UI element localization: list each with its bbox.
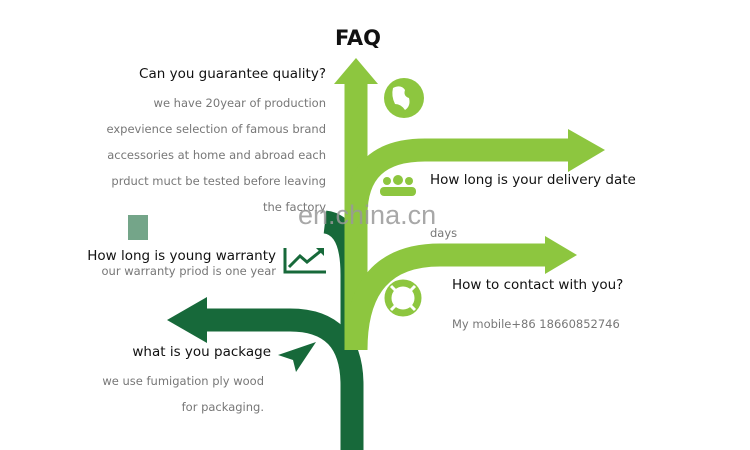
answer-contact: My mobile+86 18660852746 [452,317,620,331]
globe-icon [384,78,424,118]
watermark: en.china.cn [298,200,437,230]
question-package: what is you package [132,344,271,360]
growth-chart-icon [283,248,326,274]
answer-line: we have 20year of production [153,96,326,110]
answer-quality: we have 20year of production expevience … [107,90,327,220]
light-branch-lower [344,243,548,351]
arrow-head-up [334,58,378,84]
answer-line: we use fumigation ply wood [102,374,264,388]
paper-plane-icon [278,342,316,372]
answer-delivery: days [430,226,458,240]
arrow-head-right-upper [568,129,605,172]
page-title: FAQ [334,26,382,50]
question-contact: How to contact with you? [452,277,624,293]
people-icon [380,175,416,196]
answer-line: for packaging. [181,400,264,414]
question-delivery: How long is your delivery date [430,172,636,188]
lifebuoy-icon [384,279,422,317]
question-warranty: How long is young warranty [87,248,276,264]
answer-warranty: our warranty priod is one year [101,264,277,278]
light-branch-upper [344,138,575,216]
arrow-head-left [167,297,207,343]
answer-line: the factory [262,200,326,214]
arrow-head-right-lower [545,236,577,274]
answer-line: expevience selection of famous brand [106,122,327,136]
watermark-block [128,215,148,240]
dark-trunk [205,308,364,450]
answer-line: prduct muct be tested before leaving [111,174,326,188]
answer-package: we use fumigation ply wood for packaging… [102,368,264,420]
question-quality: Can you guarantee quality? [139,66,326,82]
answer-line: accessories at home and abroad each [107,148,326,162]
